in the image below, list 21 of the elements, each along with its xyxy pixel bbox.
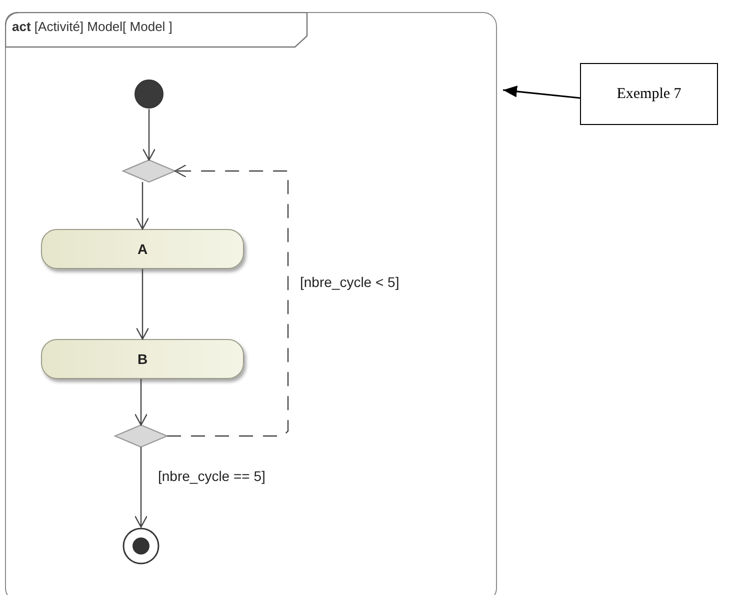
decision-diamond (123, 160, 175, 182)
control-flow-arrow (142, 109, 156, 161)
action-label: A (137, 241, 148, 257)
final-node (122, 527, 160, 565)
decision-diamond (115, 425, 167, 447)
control-flow-arrow (136, 182, 150, 230)
control-flow-arrow (134, 447, 148, 528)
note-box (580, 63, 718, 125)
note-label: Exemple 7 (616, 86, 682, 102)
control-flow-arrow (167, 164, 289, 437)
control-flow-arrow (134, 379, 148, 426)
action-box (41, 339, 244, 379)
activity-frame (5, 12, 497, 595)
frame-heading: act [Activité] Model[ Model ] (12, 19, 172, 34)
guard-label: [nbre_cycle == 5] (156, 468, 268, 484)
guard-label: [nbre_cycle < 5] (298, 274, 402, 290)
action-label: B (137, 351, 148, 367)
action-box (41, 229, 244, 269)
pointer-arrow (502, 86, 580, 99)
control-flow-arrow (136, 269, 150, 340)
initial-node (134, 79, 164, 109)
